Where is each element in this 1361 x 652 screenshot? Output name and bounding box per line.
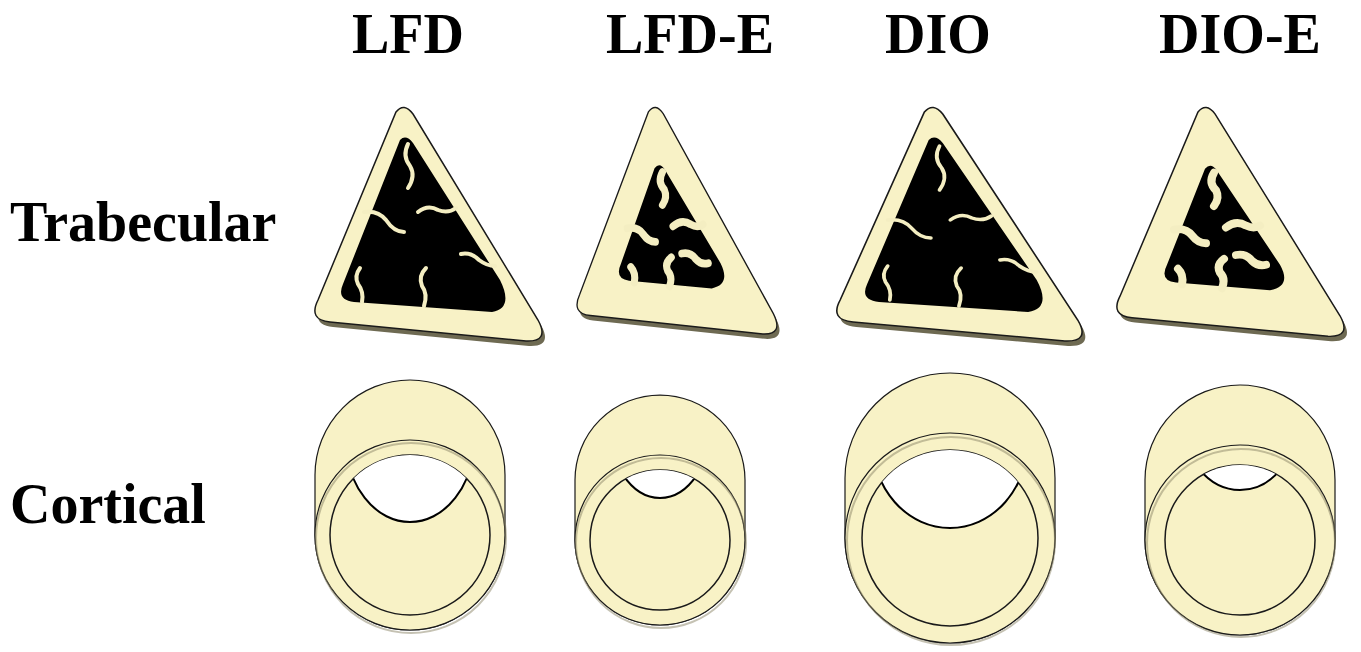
cortical-lfd [315, 358, 506, 633]
trabecular-dio-e [1117, 107, 1347, 341]
cortical-dio-e [1145, 346, 1335, 637]
row-label: Trabecular [10, 192, 276, 254]
cortical-lfd-e [575, 342, 746, 628]
trabecular-dio [837, 107, 1086, 346]
cortical-dio [845, 352, 1055, 645]
column-header: DIO-E [1159, 4, 1321, 66]
row-label: Cortical [10, 474, 206, 536]
column-header: LFD-E [606, 4, 774, 66]
trabecular-lfd-e [577, 107, 780, 338]
column-header: LFD [352, 4, 464, 66]
column-header: DIO [885, 4, 991, 66]
trabecular-lfd [315, 107, 545, 346]
